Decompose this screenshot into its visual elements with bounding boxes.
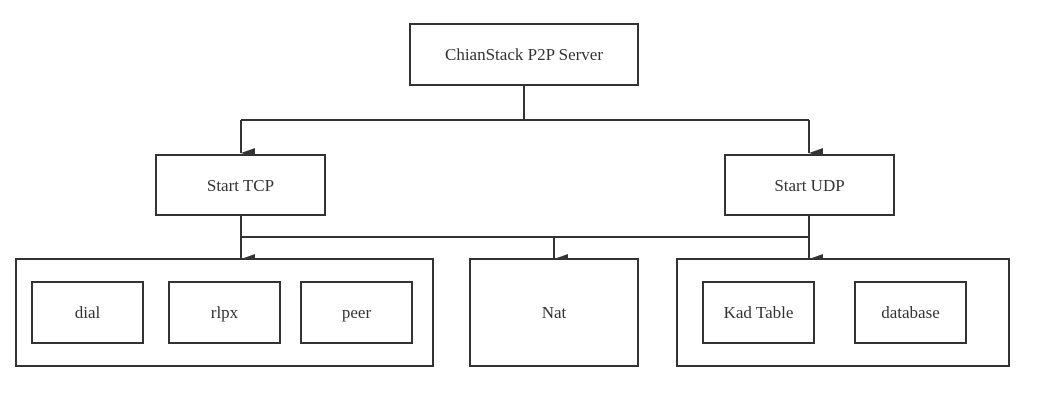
database-node: database — [854, 281, 967, 344]
rlpx-node: rlpx — [168, 281, 281, 344]
database-label: database — [881, 303, 940, 322]
kad-table-label: Kad Table — [723, 303, 794, 322]
server-node-label: ChianStack P2P Server — [444, 45, 604, 64]
kad-table-node: Kad Table — [702, 281, 815, 344]
start-tcp-node: Start TCP — [155, 154, 326, 216]
start-udp-node: Start UDP — [724, 154, 895, 216]
rlpx-label: rlpx — [210, 303, 239, 322]
nat-node: Nat — [469, 258, 639, 367]
start-tcp-label: Start TCP — [206, 175, 275, 195]
dial-label: dial — [74, 303, 101, 322]
nat-label: Nat — [541, 303, 567, 322]
server-node: ChianStack P2P Server — [409, 23, 639, 86]
peer-label: peer — [341, 303, 372, 322]
dial-node: dial — [31, 281, 144, 344]
peer-node: peer — [300, 281, 413, 344]
start-udp-label: Start UDP — [774, 175, 845, 195]
